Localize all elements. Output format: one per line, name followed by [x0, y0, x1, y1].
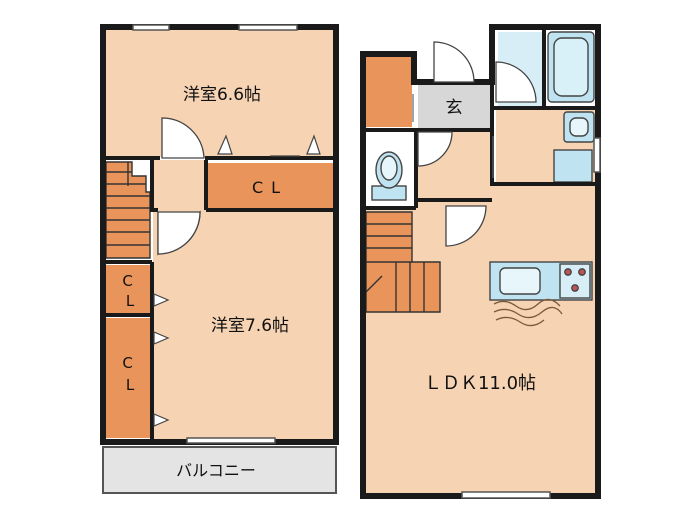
washing-machine	[553, 149, 593, 183]
stairs-upper	[105, 161, 151, 259]
lower-windows	[461, 137, 601, 499]
closet-wide-label: CL	[252, 178, 288, 197]
closet-door-markers	[153, 134, 321, 427]
storage-area	[366, 57, 412, 127]
upper-doors	[157, 117, 205, 256]
burner-2	[578, 268, 586, 276]
bedroom-top-label: 洋室6.6帖	[183, 85, 261, 105]
hall-area	[152, 160, 208, 212]
closet-tall-label-l: L	[126, 376, 135, 394]
upper-inner-walls	[104, 156, 334, 440]
balcony-label: バルコニー	[176, 461, 256, 480]
lower-walls	[360, 24, 601, 499]
lower-inner-walls	[364, 28, 598, 210]
entrance-area	[418, 85, 490, 130]
burner-3	[571, 284, 579, 292]
closet-wide-area	[208, 163, 334, 208]
closet-small-area	[106, 265, 150, 313]
stove	[559, 263, 591, 299]
bedroom-bottom-area	[153, 212, 334, 440]
closet-small-label-c: C	[122, 272, 132, 290]
bedroom-top-area	[104, 29, 334, 157]
balcony-area	[102, 446, 337, 494]
upper-windows	[132, 24, 298, 444]
closet-tall-area	[106, 318, 150, 438]
ldk-label: ＬＤＫ11.0帖	[424, 373, 536, 394]
lower-floor: 玄 ＬＤＫ11.0帖	[360, 24, 601, 499]
bath-fixtures	[371, 31, 595, 201]
sliding-doors	[412, 94, 494, 178]
sink	[499, 267, 541, 295]
entrance-label: 玄	[446, 98, 463, 118]
upper-floor: 洋室6.6帖 CL C L C L 洋室7.6帖 バルコニー	[100, 24, 339, 494]
lower-doors	[417, 41, 537, 247]
bedroom-bottom-label: 洋室7.6帖	[211, 316, 289, 336]
burner-1	[564, 268, 572, 276]
closet-small-label: C L	[122, 272, 137, 310]
closet-tall-label: C L	[122, 354, 137, 394]
floor-texture	[493, 298, 563, 327]
closet-tall-label-c: C	[122, 354, 132, 372]
kitchen-counter	[489, 261, 593, 327]
closet-small-label-l: L	[126, 292, 135, 310]
